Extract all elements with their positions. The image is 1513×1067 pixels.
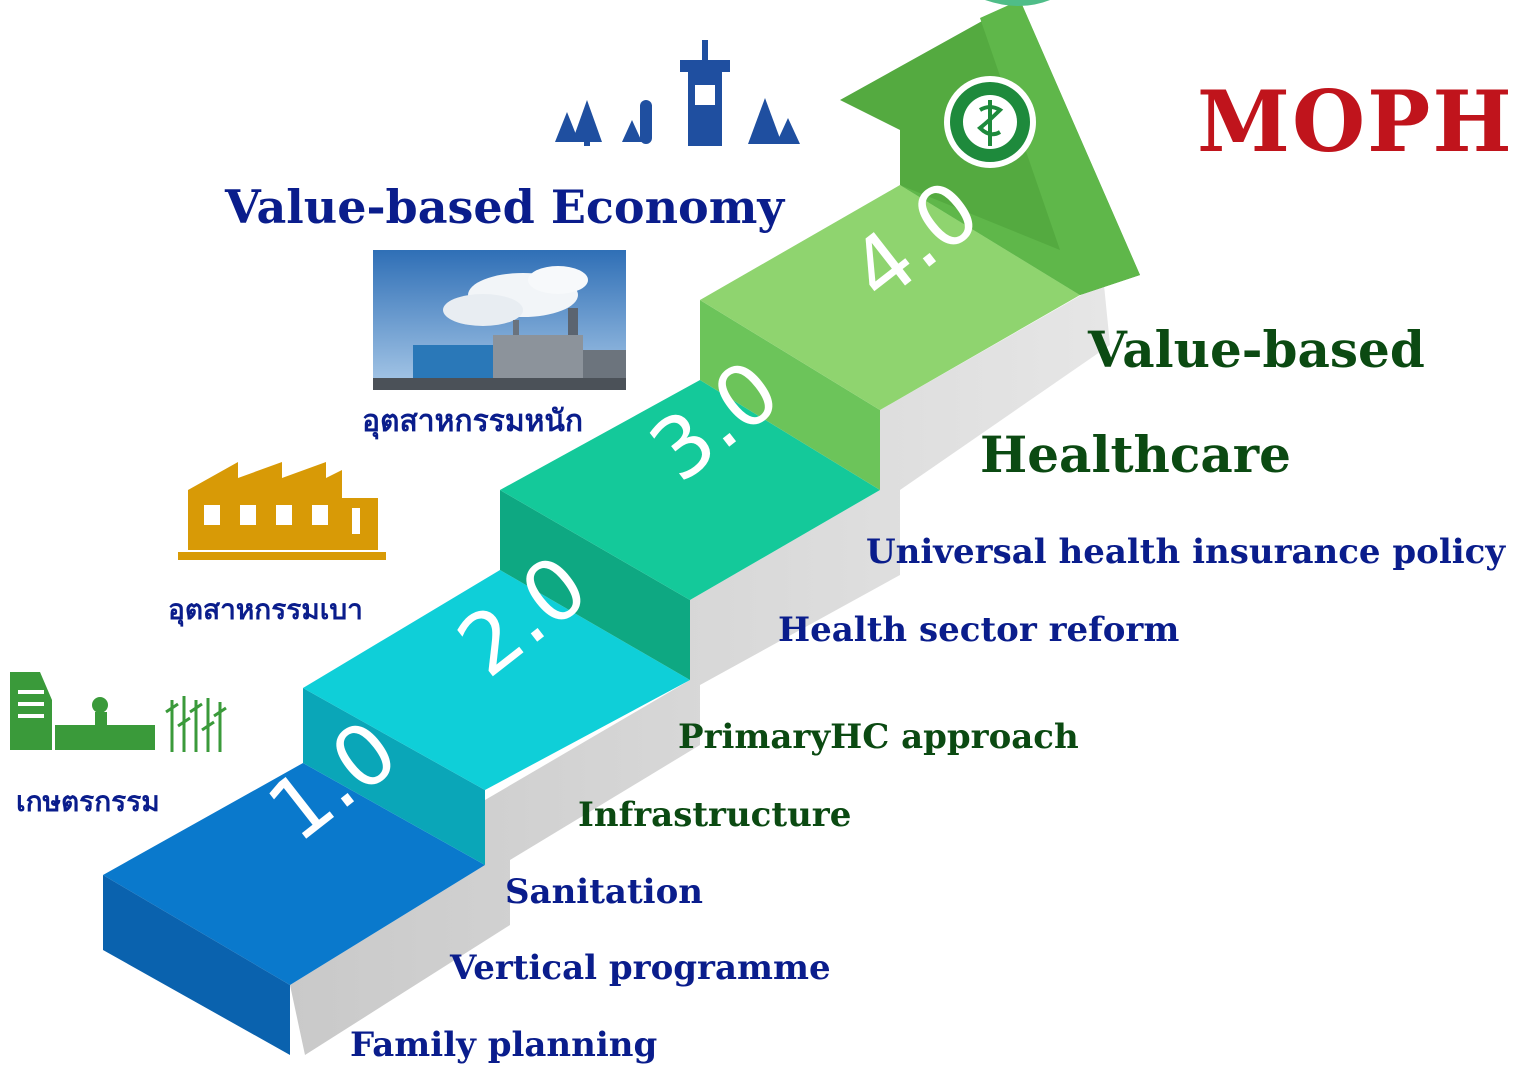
factory-photo [373,250,626,390]
moph-seal-icon [944,76,1036,168]
milestone-family-planning: Family planning [350,1025,658,1065]
health-title-line2: Healthcare [980,425,1291,484]
step-4-riser [700,300,880,490]
step-2-top [303,570,690,790]
farm-icon [10,672,227,752]
milestone-health-sector-reform: Health sector reform [778,610,1180,650]
factory-icon [178,462,386,560]
step-3-top [500,380,880,600]
step-2-riser [303,688,485,865]
stair-shadow [290,15,1110,1055]
step-1-top [103,763,485,985]
milestone-universal-health: Universal health insurance policy [866,532,1506,572]
brand-logo: MOPH [1197,72,1513,171]
step-4-top [700,185,1080,410]
trees-tower-icon [555,40,800,146]
arrow-head-side [900,0,1140,295]
agriculture-label: เกษตรกรรม [16,785,160,818]
heavy-industry-label: อุตสาหกรรมหนัก [362,404,584,439]
milestone-sanitation: Sanitation [505,872,703,912]
step-3-riser [500,490,690,680]
top-badge-edge [985,0,1050,6]
light-industry-label: อุตสาหกรรมเบา [168,593,363,626]
milestone-primary-hc: PrimaryHC approach [678,717,1079,757]
milestone-vertical-programme: Vertical programme [450,948,831,988]
step-1-front [103,875,290,1055]
health-title-line1: Value-based [1088,320,1425,379]
milestone-infrastructure: Infrastructure [578,795,852,835]
economy-title: Value-based Economy [225,180,785,234]
